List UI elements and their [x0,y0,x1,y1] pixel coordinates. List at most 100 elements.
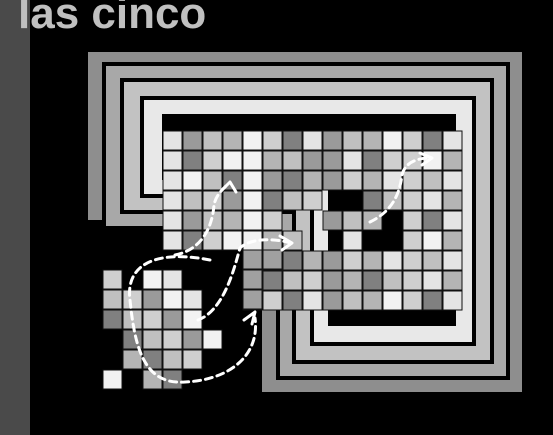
grid-tile [303,251,322,270]
grid-tile [143,350,162,369]
grid-tile [403,171,422,190]
grid-tile [103,310,122,329]
grid-tile [183,211,202,230]
grid-tile [403,231,422,250]
grid-tile [183,171,202,190]
grid-tile [283,171,302,190]
grid-tile [343,171,362,190]
grid-tile [303,171,322,190]
grid-tile [163,290,182,309]
grid-tile [363,251,382,270]
grid-tile [163,211,182,230]
grid-tile [403,211,422,230]
grid-tile [423,231,442,250]
grid-tile [363,151,382,170]
grid-tile [183,350,202,369]
grid-tile [263,250,282,269]
grid-tile [323,211,342,230]
grid-tile [163,350,182,369]
grid-tile [443,291,462,310]
grid-tile [443,151,462,170]
grid-tile [283,291,302,310]
grid-tile [423,191,442,210]
grid-tile [163,270,182,289]
grid-tile [103,270,122,289]
grid-tile [163,330,182,349]
grid-tile [403,131,422,150]
grid-tile [363,191,382,210]
grid-tile [383,291,402,310]
grid-tile [303,151,322,170]
grid-tile [243,250,262,269]
grid-tile [383,271,402,290]
grid-tile [443,191,462,210]
grid-tile [183,131,202,150]
grid-tile [443,131,462,150]
grid-tile [163,310,182,329]
grid-tile [203,171,222,190]
grid-tile [383,191,402,210]
grid-tile [143,330,162,349]
grid-tile [403,291,422,310]
grid-tile [123,330,142,349]
grid-tile [243,270,262,289]
grid-tile [223,131,242,150]
grid-tile [263,131,282,150]
grid-tile [183,191,202,210]
grid-tile [343,151,362,170]
grid-tile [223,191,242,210]
grid-tile [363,271,382,290]
grid-tile [403,191,422,210]
grid-tile [423,131,442,150]
grid-tile [383,151,402,170]
grid-tile [163,151,182,170]
grid-tile [443,171,462,190]
grid-tile [323,271,342,290]
grid-tile [143,310,162,329]
grid-tile [103,290,122,309]
grid-tile [343,131,362,150]
grid-tile [243,131,262,150]
grid-tile [243,191,262,210]
grid-tile [263,151,282,170]
grid-tile [243,171,262,190]
grid-tile [283,191,302,210]
grid-tile [323,251,342,270]
grid-tile [443,271,462,290]
grid-tile [263,211,282,230]
grid-tile [343,291,362,310]
grid-tile [203,151,222,170]
grid-tile [163,171,182,190]
grid-tile [263,171,282,190]
grid-tile [363,171,382,190]
grid-tile [243,211,262,230]
grid-tile [383,251,402,270]
grid-tile [363,291,382,310]
grid-tile [283,271,302,290]
grid-tile [303,291,322,310]
arrow-head-icon [244,312,255,324]
grid-tile [363,131,382,150]
grid-tile [283,151,302,170]
grid-tile [163,231,182,250]
grid-tile [263,191,282,210]
grid-tile [143,270,162,289]
grid-tile [163,131,182,150]
grid-tile [243,151,262,170]
grid-tile [303,131,322,150]
grid-tile [203,330,222,349]
grid-tile [443,211,462,230]
grid-tile [403,251,422,270]
grid-tile [303,191,322,210]
grid-tile [203,131,222,150]
grid-tile [303,271,322,290]
grid-tile [443,251,462,270]
grid-tile [163,191,182,210]
grid-tile [183,290,202,309]
grid-tile [443,231,462,250]
grid-tile [243,290,262,309]
grid-tile [183,151,202,170]
grid-tile [263,271,282,290]
grid-tile [403,271,422,290]
